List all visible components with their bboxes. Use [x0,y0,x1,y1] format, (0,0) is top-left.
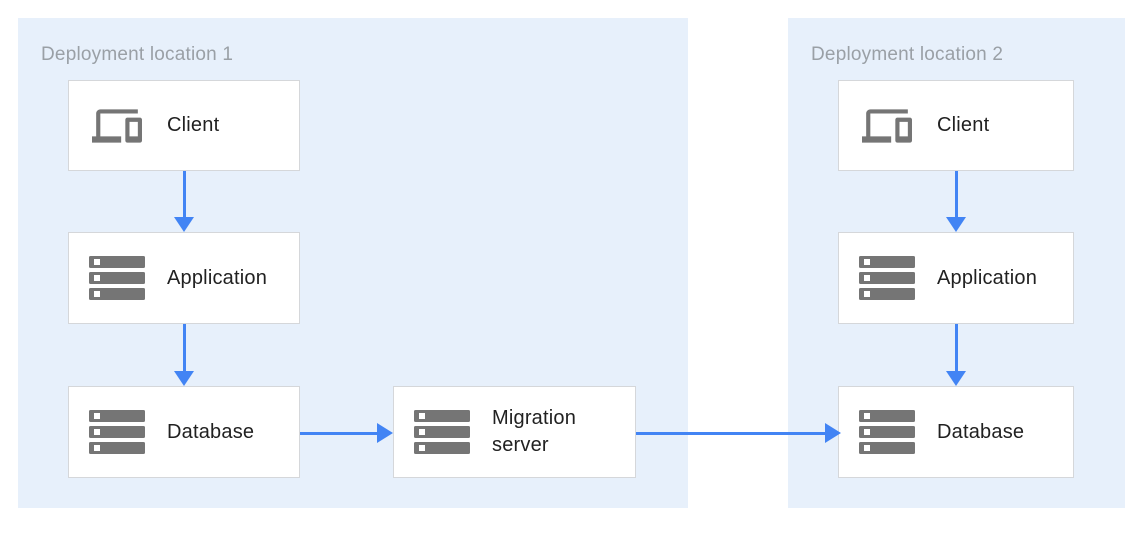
node-label: Migration server [492,407,577,456]
arrow-migration-server-to-database-2 [636,423,841,443]
server-icon [412,410,472,454]
node-label: Database [937,420,1025,443]
zone-label: Deployment location 1 [41,44,234,65]
server-icon [857,256,917,300]
arrow-application-1-to-database-1 [174,324,194,386]
server-icon [857,410,917,454]
node-label: Client [167,114,220,136]
arrow-database-1-to-migration-server [300,423,393,443]
node-label: Application [937,266,1038,289]
arrow-client-1-to-application-1 [174,171,194,232]
devices-icon [857,101,917,151]
node-label: Client [937,114,990,136]
node-application-1: Application [68,232,300,324]
node-database-1: Database [68,386,300,478]
node-client-1: Client [68,80,300,171]
devices-icon [87,101,147,151]
node-migration-server: Migration server [393,386,636,478]
server-icon [87,256,147,300]
arrow-client-2-to-application-2 [946,171,966,232]
zone-label: Deployment location 2 [811,44,1004,65]
server-icon [87,410,147,454]
node-database-2: Database [838,386,1074,478]
node-label: Database [167,420,255,443]
node-label: Application [167,266,268,289]
node-application-2: Application [838,232,1074,324]
arrow-application-2-to-database-2 [946,324,966,386]
node-client-2: Client [838,80,1074,171]
